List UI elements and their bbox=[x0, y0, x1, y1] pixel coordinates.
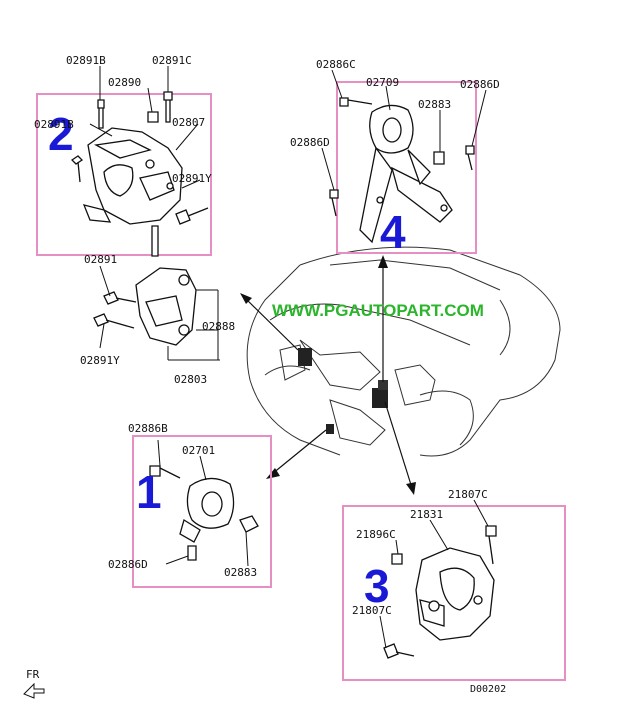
label-02803: 02803 bbox=[174, 373, 207, 386]
front-direction-indicator: FR bbox=[23, 668, 45, 699]
group-4-box bbox=[336, 81, 477, 254]
label-02883-top: 02883 bbox=[418, 98, 451, 111]
label-02890: 02890 bbox=[108, 76, 141, 89]
group-2-box bbox=[36, 93, 212, 256]
label-02891B-top: 02891B bbox=[66, 54, 106, 67]
pointer-arrows bbox=[240, 255, 416, 495]
group-5-parts bbox=[93, 265, 220, 361]
group-3-number: 3 bbox=[364, 560, 390, 612]
label-02886B: 02886B bbox=[128, 422, 168, 435]
group-1-box bbox=[132, 435, 272, 588]
group-3-parts bbox=[379, 499, 497, 659]
label-02886D-right: 02886D bbox=[460, 78, 500, 91]
label-02807: 02807 bbox=[172, 116, 205, 129]
group-2-number: 2 bbox=[48, 108, 74, 160]
label-21831: 21831 bbox=[410, 508, 443, 521]
car-body-outline bbox=[246, 246, 561, 457]
label-02891Y-bottom: 02891Y bbox=[80, 354, 120, 367]
fr-arrow-icon bbox=[23, 682, 45, 699]
group-1-parts bbox=[149, 439, 259, 567]
label-02709: 02709 bbox=[366, 76, 399, 89]
label-02888: 02888 bbox=[202, 320, 235, 333]
label-02891B-side: 02891B bbox=[34, 118, 74, 131]
label-02886C: 02886C bbox=[316, 58, 356, 71]
label-02883-bottom: 02883 bbox=[224, 566, 257, 579]
label-21807C-bottom: 21807C bbox=[352, 604, 392, 617]
group-4-number: 4 bbox=[380, 206, 406, 258]
label-02891C: 02891C bbox=[152, 54, 192, 67]
diagram-code: D00202 bbox=[470, 684, 506, 695]
label-21807C-top: 21807C bbox=[448, 488, 488, 501]
label-02891Y-top: 02891Y bbox=[172, 172, 212, 185]
group-4-parts bbox=[321, 69, 487, 244]
label-02891: 02891 bbox=[84, 253, 117, 266]
label-21896C: 21896C bbox=[356, 528, 396, 541]
group-3-box bbox=[342, 505, 566, 681]
group-2-parts bbox=[70, 66, 209, 257]
group-1-number: 1 bbox=[136, 466, 162, 518]
fr-label: FR bbox=[26, 668, 40, 681]
website-watermark: WWW.PGAUTOPART.COM bbox=[272, 301, 484, 320]
label-02701: 02701 bbox=[182, 444, 215, 457]
label-02886D-bottom: 02886D bbox=[108, 558, 148, 571]
engine-mount-marks bbox=[298, 348, 388, 434]
label-02886D-left: 02886D bbox=[290, 136, 330, 149]
